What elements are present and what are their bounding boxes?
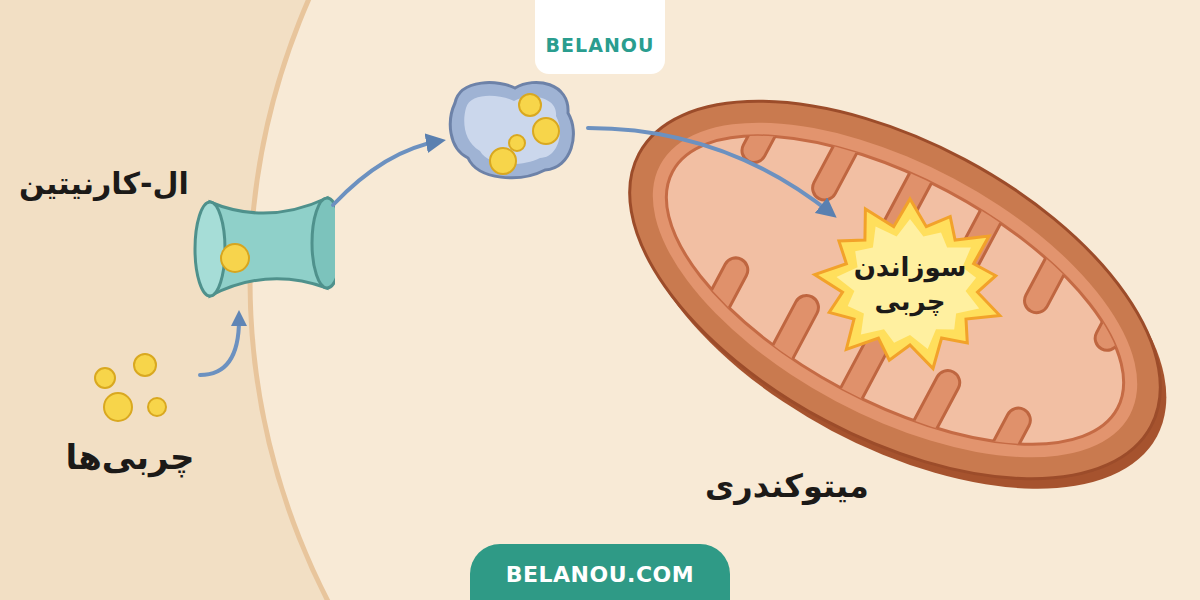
fat-droplets-part (134, 354, 156, 376)
transport-arrow (333, 141, 440, 205)
fat-droplet (533, 118, 559, 144)
burst-label: سوزاندن چربی (848, 251, 972, 319)
transporter-label: ال-کارنیتین (19, 166, 189, 201)
mitochondrion: میتوکندری سوزاندن چربی (600, 95, 1180, 505)
delivery-arrow (588, 128, 832, 214)
fat-droplet (490, 148, 516, 174)
fat-label: چربی‌ها (65, 437, 194, 477)
mitochondrion-shape-part-part-part (893, 366, 963, 470)
mitochondrion-shape-part-part (601, 95, 1180, 505)
brand-logo: BELANOU (546, 34, 655, 56)
fat-droplets (60, 345, 200, 440)
mitochondrion-shape-part-part-part (1091, 251, 1161, 355)
mitochondrion-shape-part-part-part (752, 291, 822, 395)
fat-burning-burst: سوزاندن چربی (810, 195, 1010, 375)
mitochondrion-shape-part-part-part (682, 254, 752, 358)
transporter-label-holder: ال-کارنیتین (19, 166, 189, 201)
fat-label-holder: چربی‌ها (60, 437, 200, 477)
fat-droplet (509, 135, 525, 151)
transporter-channel-part (210, 198, 327, 296)
vesicle-wall (450, 82, 573, 177)
mitochondrion-shape-part-part-part (1020, 213, 1090, 317)
fat-droplets-part (104, 393, 132, 421)
mitochondrion-shape-part-part-part (823, 329, 893, 433)
mitochondrion-shape-part (600, 95, 1180, 505)
mitochondrion-shape-part-part-part (808, 100, 878, 204)
mitochondrion-shape-part-part (600, 95, 1180, 505)
cell-membrane (250, 0, 1200, 600)
mitochondrion-shape-part-part (600, 95, 1180, 505)
transporter-channel-part (312, 198, 335, 288)
transporter-channel-part (221, 244, 249, 272)
burst-label-holder: سوزاندن چربی (810, 195, 1010, 375)
fat-group: چربی‌ها (60, 345, 200, 495)
carnitine-transporter: ال-کارنیتین (15, 160, 335, 310)
mitochondrion-shape-part-part (620, 95, 1170, 505)
mitochondrion-shape-part (600, 95, 1180, 505)
burst-shape-part (815, 199, 1000, 369)
mitochondrion-shape-part-part-part (738, 95, 808, 167)
fat-droplet (519, 94, 541, 116)
arrow-head (231, 310, 247, 326)
fat-droplets-part (95, 368, 115, 388)
mitochondrion-label: میتوکندری (705, 467, 869, 505)
site-tab: BELANOU.COM (470, 544, 730, 600)
burst-shape-part (837, 219, 980, 349)
burst-shape (810, 195, 1010, 375)
logo-tab: BELANOU (535, 0, 665, 74)
mitochondrion-shape-part-part-part (964, 404, 1034, 505)
mitochondrion-shape-part-part (646, 95, 1161, 505)
mitochondrion-label-holder: میتوکندری (705, 467, 869, 505)
fat-vesicle (450, 82, 573, 177)
fat-droplets-part (148, 398, 166, 416)
brand-url: BELANOU.COM (506, 562, 694, 587)
mitochondrion-shape-part-part-part (879, 138, 949, 242)
transporter-channel-part (195, 202, 225, 296)
flow-arrow (200, 320, 239, 375)
